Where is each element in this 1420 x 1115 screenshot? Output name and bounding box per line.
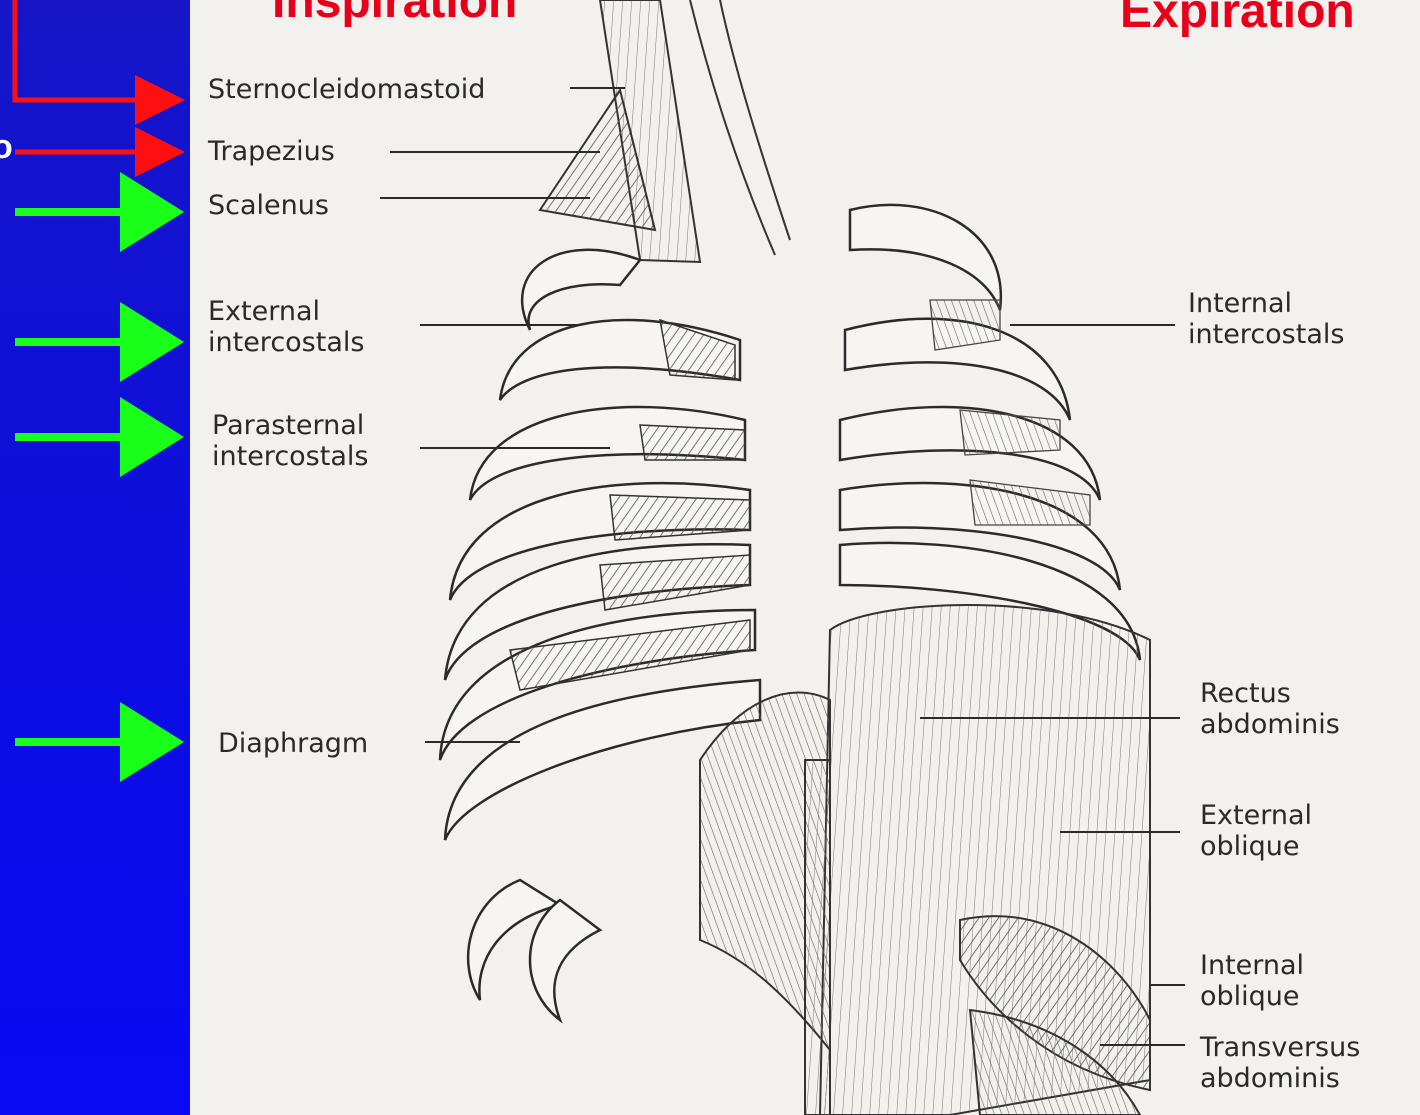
label-trapezius: Trapezius xyxy=(208,136,335,167)
label-scalenus: Scalenus xyxy=(208,190,329,221)
label-external-intercostals: External intercostals xyxy=(208,296,364,358)
label-sternocleidomastoid: Sternocleidomastoid xyxy=(208,74,485,105)
muscle-arrows xyxy=(15,0,175,742)
label-external-oblique: External oblique xyxy=(1200,800,1312,862)
label-internal-intercostals: Internal intercostals xyxy=(1188,288,1344,350)
label-diaphragm: Diaphragm xyxy=(218,728,368,759)
diaphragm-shape xyxy=(700,693,830,1115)
label-internal-oblique: Internal oblique xyxy=(1200,950,1304,1012)
label-parasternal-intercostals: Parasternal intercostals xyxy=(212,410,368,472)
red-arrow-sternocleidomastoid xyxy=(15,0,175,100)
expiration-header: Expiration xyxy=(1120,0,1355,36)
label-rectus-abdominis: Rectus abdominis xyxy=(1200,678,1340,740)
abdominal-muscles xyxy=(820,605,1150,1115)
label-transversus-abdominis: Transversus abdominis xyxy=(1200,1032,1360,1094)
neck-muscles xyxy=(540,0,790,262)
inspiration-header: Inspiration xyxy=(272,0,517,26)
